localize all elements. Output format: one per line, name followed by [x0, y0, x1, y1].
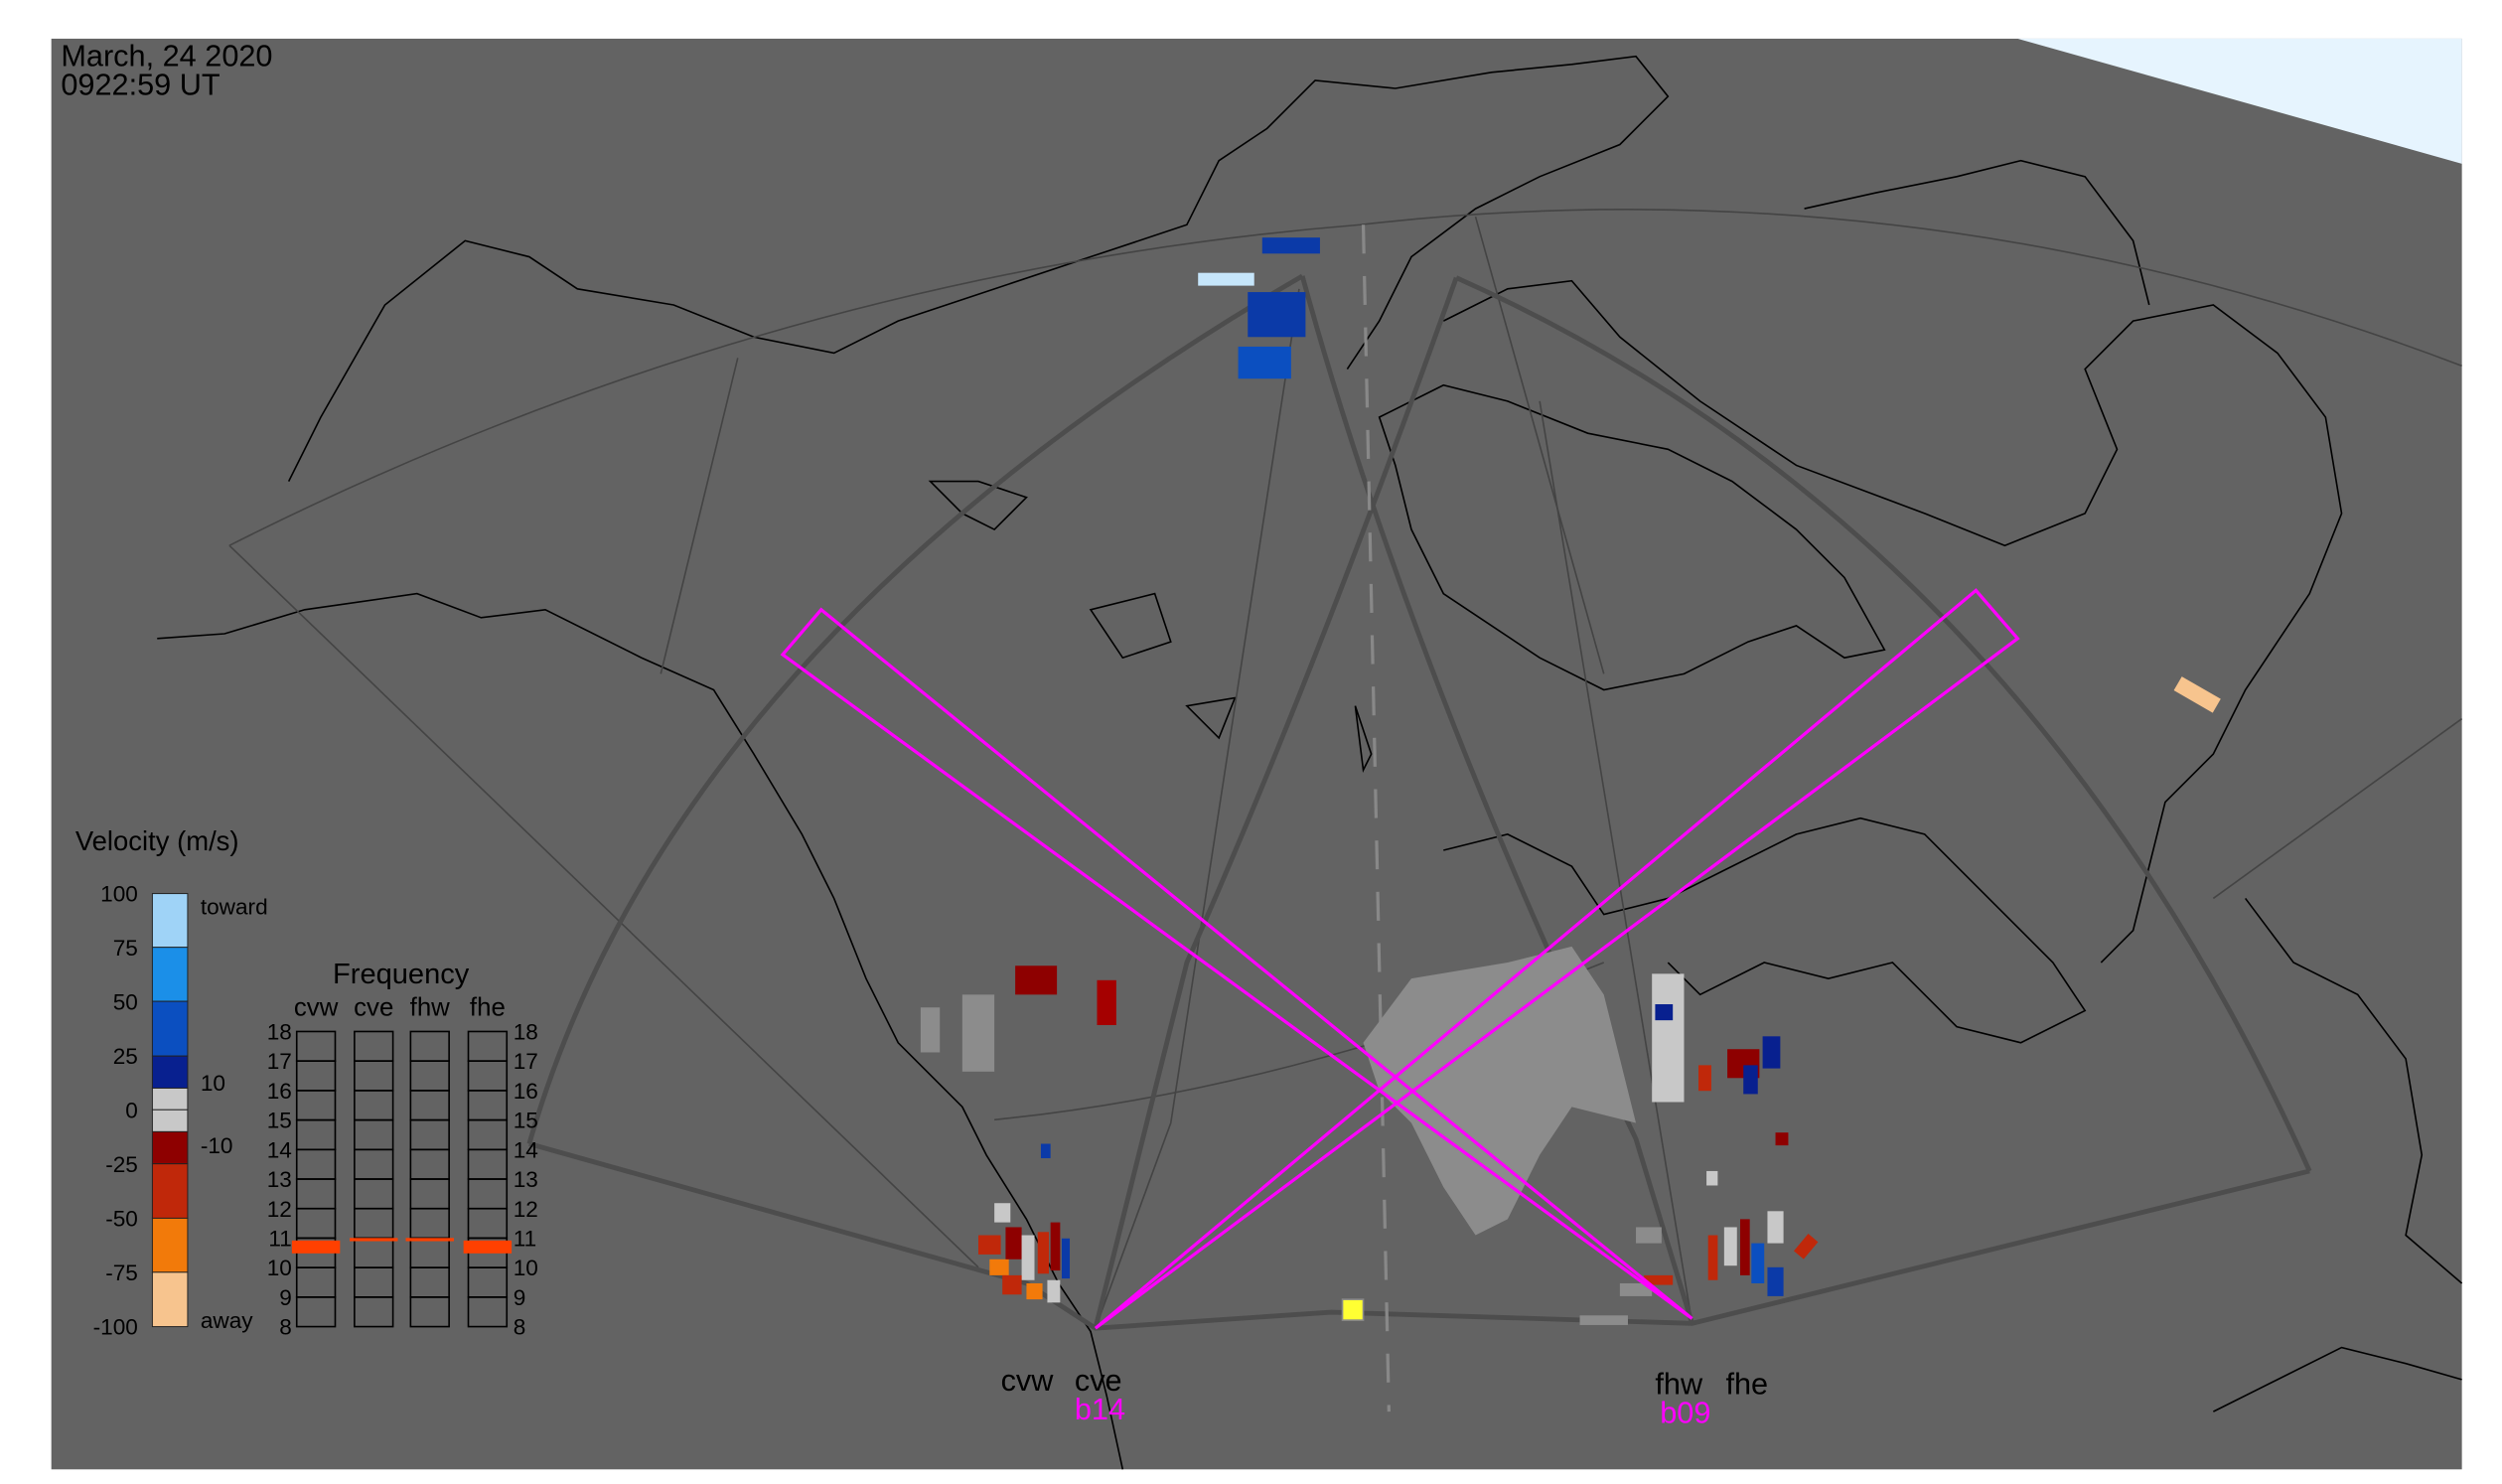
- frequency-tick-left: 15: [267, 1109, 292, 1133]
- colorbar-segment: [151, 1087, 189, 1111]
- frequency-tick-left: 16: [267, 1079, 292, 1104]
- colorbar-tick-label: 50: [113, 990, 138, 1015]
- frequency-tick-right: 13: [514, 1167, 538, 1192]
- frequency-title: Frequency: [333, 959, 470, 990]
- frequency-tick-right: 12: [514, 1197, 538, 1222]
- beam-label-b14: b14: [1075, 1392, 1125, 1426]
- frequency-tick-right: 16: [514, 1079, 538, 1104]
- away-label: away: [201, 1308, 253, 1333]
- frequency-column-label: fhe: [470, 993, 506, 1021]
- frequency-cell: [467, 1030, 509, 1062]
- frequency-bar-cvw: [291, 1240, 341, 1254]
- beams: [780, 588, 2020, 1330]
- coastlines: [157, 55, 2463, 1470]
- colorbar-tick-label: -100: [93, 1315, 138, 1340]
- dashed-meridian: [1361, 224, 1391, 1412]
- frequency-bar-fhe: [463, 1240, 513, 1254]
- frequency-tick-left: 12: [267, 1197, 292, 1222]
- frequency-tick-left: 9: [279, 1285, 292, 1310]
- velocity-legend: Velocity (m/s) 100 75 50 25 0 -25 -50 -75 -100 t…: [75, 825, 268, 1340]
- colorbar-segment: [151, 1130, 189, 1165]
- frequency-tick-left: 11: [268, 1227, 291, 1252]
- radar-label-cve: cve: [1075, 1363, 1122, 1398]
- fov-outer-lines: [228, 209, 2463, 1329]
- frequency-tick-right: 14: [514, 1137, 538, 1162]
- toward-label: toward: [201, 895, 268, 920]
- colorbar-ticks: 100 75 50 25 0 -25 -50 -75 -100: [93, 882, 138, 1340]
- colorbar-tick-label: -50: [105, 1207, 138, 1232]
- colorbar-segment: [151, 1055, 189, 1089]
- frequency-column-label: cvw: [294, 993, 339, 1021]
- colorbar-tick-label: -75: [105, 1261, 138, 1285]
- frequency-column-label: fhw: [410, 993, 451, 1021]
- frequency-tick-right: 11: [514, 1227, 536, 1252]
- colorbar: [151, 893, 189, 1328]
- frequency-tick-left: 14: [267, 1137, 292, 1162]
- frequency-tick-left: 18: [267, 1020, 292, 1045]
- threshold-pos-label: 10: [201, 1071, 225, 1096]
- colorbar-segment: [151, 1000, 189, 1057]
- frequency-tick-left: 17: [267, 1049, 292, 1074]
- colorbar-segment: [151, 1163, 189, 1219]
- echoes: [920, 237, 2221, 1325]
- frequency-tick-left: 10: [267, 1256, 292, 1280]
- colorbar-tick-label: -25: [105, 1152, 138, 1177]
- radar-label-fhw: fhw: [1655, 1366, 1703, 1401]
- frequency-bar-fhw: [405, 1238, 454, 1242]
- colorbar-segment: [151, 1271, 189, 1328]
- beam-cv-b14: [1094, 588, 2020, 1330]
- time-label: 0922:59 UT: [61, 67, 221, 101]
- frequency-tick-right: 17: [514, 1049, 538, 1074]
- radar-label-fhe: fhe: [1725, 1366, 1768, 1401]
- date-label: March, 24 2020: [61, 38, 272, 73]
- frequency-cell: [409, 1030, 450, 1062]
- colorbar-segment: [151, 947, 189, 1002]
- map-background: [51, 38, 2462, 1470]
- beam-fh-b09: [780, 607, 1693, 1320]
- colorbar-tick-label: 75: [113, 936, 138, 961]
- frequency-tick-right: 9: [514, 1285, 526, 1310]
- colorbar-segment: [151, 1217, 189, 1273]
- frequency-cell: [295, 1030, 337, 1062]
- frequency-tick-right: 18: [514, 1020, 538, 1045]
- colorbar-segment: [151, 1109, 189, 1132]
- frequency-bar-cve: [350, 1238, 398, 1242]
- velocity-legend-title: Velocity (m/s): [75, 825, 239, 856]
- colorbar-segment: [151, 893, 189, 949]
- frequency-column-label: cve: [354, 993, 393, 1021]
- colorbar-tick-label: 0: [125, 1099, 138, 1123]
- beam-label-b09: b09: [1660, 1395, 1710, 1429]
- colorbar-tick-label: 25: [113, 1044, 138, 1069]
- frequency-cell: [354, 1030, 394, 1062]
- radar-label-cvw: cvw: [1001, 1363, 1055, 1398]
- threshold-neg-label: -10: [201, 1133, 233, 1158]
- frequency-tick-right: 15: [514, 1109, 538, 1133]
- frequency-tick-left: 8: [279, 1315, 292, 1340]
- frequency-tick-right: 10: [514, 1256, 538, 1280]
- frequency-tick-left: 13: [267, 1167, 292, 1192]
- colorbar-tick-label: 100: [100, 882, 138, 907]
- frequency-tick-right: 8: [514, 1315, 526, 1340]
